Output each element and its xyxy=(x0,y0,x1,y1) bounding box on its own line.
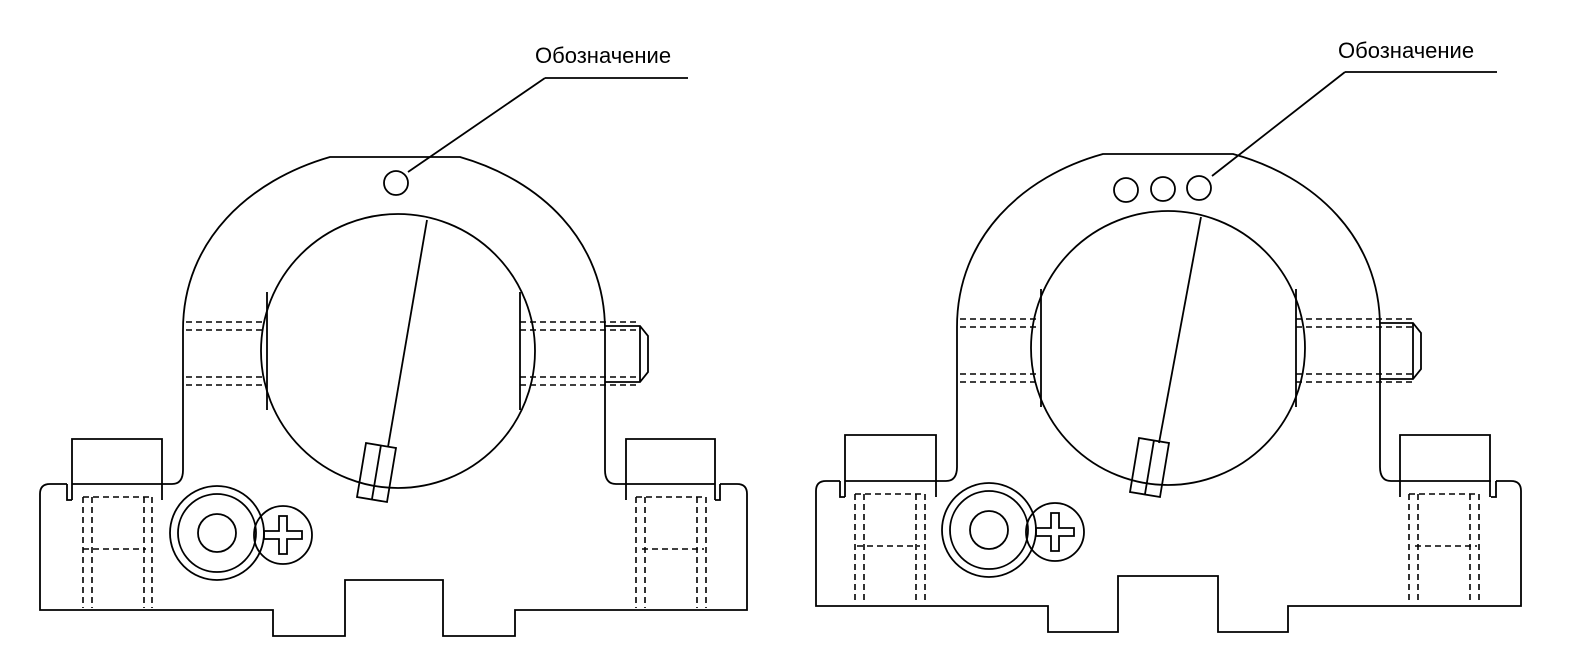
main-bore-right xyxy=(1030,210,1306,499)
top-block-left xyxy=(844,434,937,497)
marking-dot xyxy=(1113,177,1139,203)
hidden-hole-right xyxy=(635,496,707,608)
clamp-drawing-left: Обозначение xyxy=(39,43,748,637)
top-block-right xyxy=(1399,434,1491,497)
hidden-hole-left xyxy=(82,496,153,608)
threaded-stud-right xyxy=(1380,322,1422,380)
marking-label-left: Обозначение xyxy=(535,43,671,68)
marking-dots-left xyxy=(383,170,409,196)
phillips-screw-right xyxy=(1025,502,1085,562)
marking-dot xyxy=(1150,176,1176,202)
hidden-hole-right xyxy=(1408,493,1480,604)
marking-dots-right xyxy=(1113,175,1212,203)
main-bore-left xyxy=(260,213,536,504)
marking-label-right: Обозначение xyxy=(1338,38,1474,63)
marking-dot xyxy=(383,170,409,196)
washer-right xyxy=(941,482,1037,578)
phillips-screw-left xyxy=(253,505,313,565)
hidden-hole-left xyxy=(854,493,926,604)
marking-dot xyxy=(1186,175,1212,201)
threaded-stud-left xyxy=(605,325,649,383)
washer-left xyxy=(169,485,265,581)
top-block-right xyxy=(625,438,716,500)
arch-body-left xyxy=(72,156,715,485)
top-block-left xyxy=(71,438,163,500)
base-outline-left xyxy=(39,483,748,637)
base-outline-right xyxy=(815,480,1522,633)
leader-line-right xyxy=(1211,71,1346,177)
arch-body-right xyxy=(845,153,1491,482)
clamp-drawing-right: Обозначение xyxy=(815,38,1522,633)
